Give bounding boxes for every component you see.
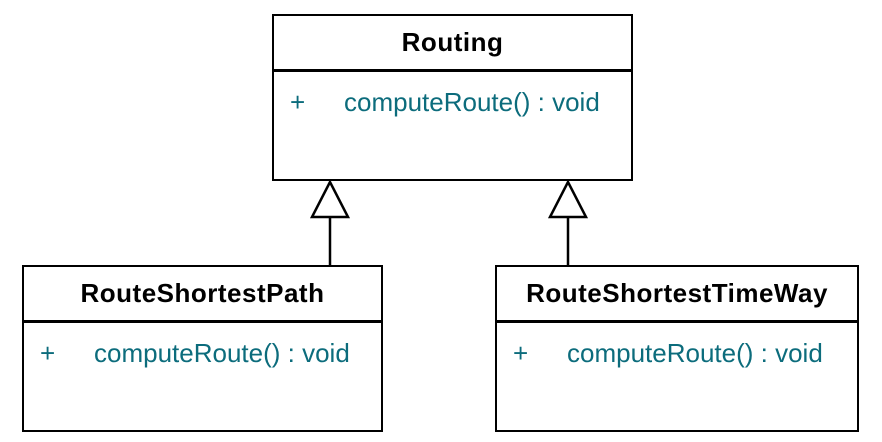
generalization-triangle-icon xyxy=(547,179,589,219)
visibility-marker: + xyxy=(290,87,306,117)
class-name: RouteShortestPath xyxy=(24,267,381,323)
method-row: + computeRoute() : void xyxy=(290,87,631,118)
visibility-marker: + xyxy=(513,338,529,368)
members-compartment: + computeRoute() : void xyxy=(24,323,381,369)
class-name: RouteShortestTimeWay xyxy=(497,267,857,323)
method-signature: computeRoute() : void xyxy=(344,87,600,117)
class-name: Routing xyxy=(274,16,631,72)
class-box-routing: Routing + computeRoute() : void xyxy=(272,14,633,181)
class-box-route-shortest-time-way: RouteShortestTimeWay + computeRoute() : … xyxy=(495,265,859,432)
class-box-route-shortest-path: RouteShortestPath + computeRoute() : voi… xyxy=(22,265,383,432)
method-signature: computeRoute() : void xyxy=(567,338,823,368)
method-row: + computeRoute() : void xyxy=(513,338,857,369)
members-compartment: + computeRoute() : void xyxy=(497,323,857,369)
method-signature: computeRoute() : void xyxy=(94,338,350,368)
members-compartment: + computeRoute() : void xyxy=(274,72,631,118)
generalization-triangle-icon xyxy=(309,179,351,219)
visibility-marker: + xyxy=(40,338,56,368)
method-row: + computeRoute() : void xyxy=(40,338,381,369)
